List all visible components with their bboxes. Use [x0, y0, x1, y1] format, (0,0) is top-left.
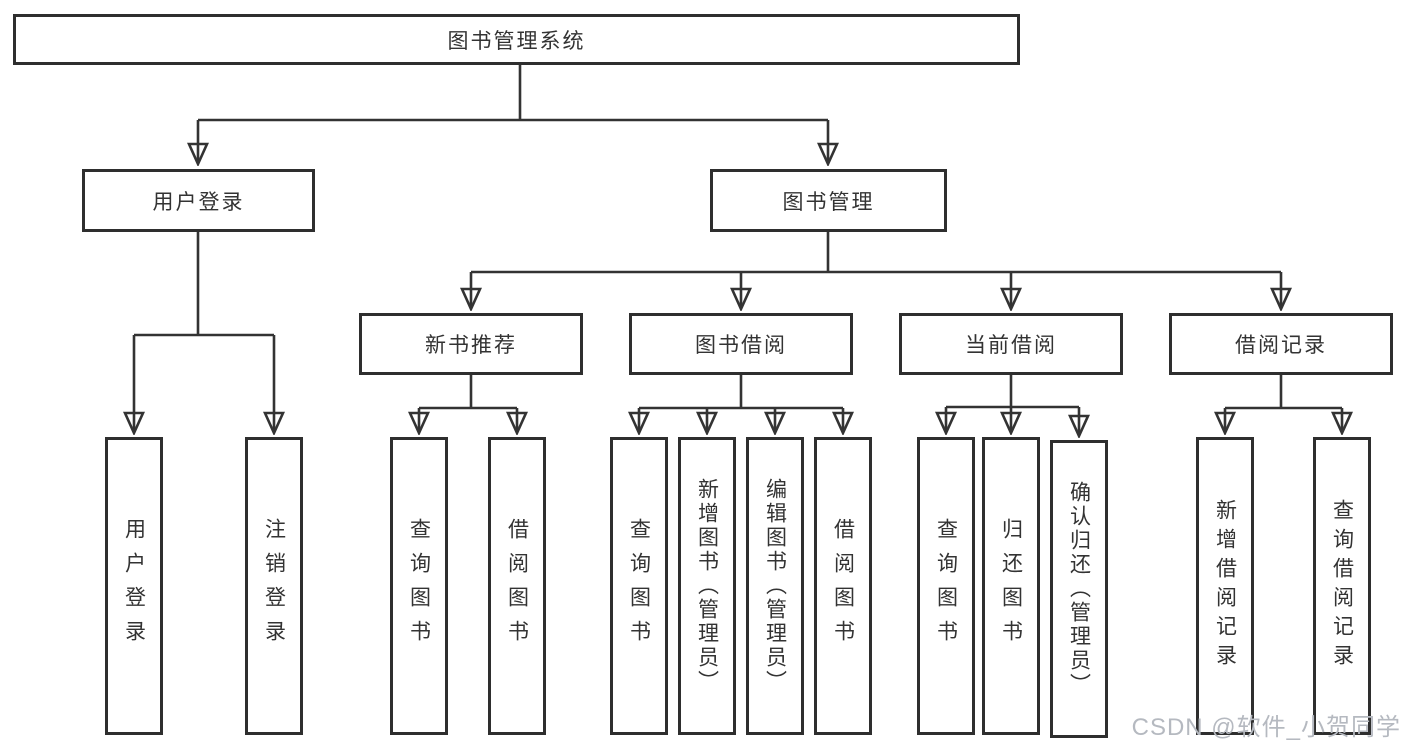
leaf-edit-books-admin-label: 编辑图书（管理员） [763, 478, 787, 694]
leaf-query-books-current-label: 查询图书 [934, 518, 958, 654]
node-library-system: 图书管理系统 [13, 14, 1020, 65]
leaf-return-books: 归还图书 [982, 437, 1040, 735]
leaf-borrow-books-label: 借阅图书 [831, 518, 855, 654]
node-book-borrowing-label: 图书借阅 [695, 334, 787, 357]
leaf-user-login-label: 用户登录 [122, 518, 146, 654]
leaf-confirm-return-admin-label: 确认归还（管理员） [1067, 481, 1091, 697]
leaf-query-books-borrow: 查询图书 [610, 437, 668, 735]
leaf-borrow-books: 借阅图书 [814, 437, 872, 735]
node-new-book-recommendation: 新书推荐 [359, 313, 583, 375]
leaf-add-borrow-record: 新增借阅记录 [1196, 437, 1254, 735]
node-current-borrowing: 当前借阅 [899, 313, 1123, 375]
leaf-query-books-recommend-label: 查询图书 [407, 518, 431, 654]
node-current-borrowing-label: 当前借阅 [965, 334, 1057, 357]
leaf-add-borrow-record-label: 新增借阅记录 [1213, 499, 1237, 673]
node-user-login-label: 用户登录 [152, 190, 245, 214]
leaf-borrow-books-recommend: 借阅图书 [488, 437, 546, 735]
leaf-query-books-borrow-label: 查询图书 [627, 518, 651, 654]
leaf-borrow-books-recommend-label: 借阅图书 [505, 518, 529, 654]
leaf-query-borrow-record: 查询借阅记录 [1313, 437, 1371, 735]
leaf-add-books-admin-label: 新增图书（管理员） [695, 478, 719, 694]
node-borrowing-records: 借阅记录 [1169, 313, 1393, 375]
leaf-edit-books-admin: 编辑图书（管理员） [746, 437, 804, 735]
node-library-system-label: 图书管理系统 [447, 29, 586, 53]
node-book-management-label: 图书管理 [782, 190, 875, 214]
leaf-user-login: 用户登录 [105, 437, 163, 735]
node-book-management: 图书管理 [710, 169, 947, 232]
node-borrowing-records-label: 借阅记录 [1235, 334, 1327, 357]
node-new-book-recommendation-label: 新书推荐 [425, 334, 517, 357]
leaf-query-borrow-record-label: 查询借阅记录 [1330, 499, 1354, 673]
node-book-borrowing: 图书借阅 [629, 313, 853, 375]
leaf-confirm-return-admin: 确认归还（管理员） [1050, 440, 1108, 738]
leaf-logout-label: 注销登录 [262, 518, 286, 654]
node-user-login: 用户登录 [82, 169, 315, 232]
leaf-query-books-current: 查询图书 [917, 437, 975, 735]
leaf-query-books-recommend: 查询图书 [390, 437, 448, 735]
leaf-logout: 注销登录 [245, 437, 303, 735]
leaf-add-books-admin: 新增图书（管理员） [678, 437, 736, 735]
leaf-return-books-label: 归还图书 [999, 518, 1023, 654]
